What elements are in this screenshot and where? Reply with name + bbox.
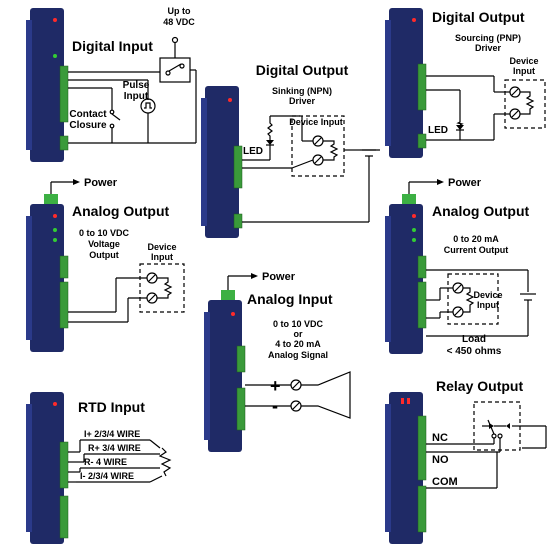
ai-signal-line4: Analog Signal: [268, 350, 328, 360]
wiring-rtd-input: RTD Input I+ 2/3/4 WIRE R+ 3/4 WIRE R- 4…: [68, 399, 172, 483]
module-relay-output: [385, 392, 427, 544]
module-analog-output-voltage: [26, 194, 69, 352]
pulse-label-line2: Input: [124, 91, 149, 102]
ai-title: Analog Input: [247, 291, 333, 307]
relay-no-label: NO: [432, 454, 449, 466]
ai-signal-line2: or: [294, 329, 303, 339]
ai-signal-line3: 4 to 20 mA: [275, 339, 321, 349]
do-sinking-resistor-icon: [323, 140, 339, 161]
contact-switch-icon: [111, 113, 121, 121]
relay-nc-label: NC: [432, 432, 448, 444]
ao-current-device-box: [447, 273, 499, 325]
contact-label-line2: Closure: [69, 120, 107, 131]
do-sourcing-driver-line2: Driver: [475, 43, 502, 53]
relay-contact-icon: [487, 419, 495, 435]
ao-voltage-title: Analog Output: [72, 203, 170, 219]
ao-current-power-label: Power: [448, 177, 482, 189]
ai-plus-label: +: [270, 376, 281, 396]
pulse-label-line1: Pulse: [123, 80, 150, 91]
ao-current-title: Analog Output: [432, 203, 530, 219]
do-sinking-title: Digital Output: [256, 62, 349, 78]
module-digital-input: [26, 8, 69, 162]
supply-label-line2: 48 VDC: [163, 17, 195, 27]
rtd-wire-1: I+ 2/3/4 WIRE: [84, 429, 140, 439]
do-sourcing-device-line2: Input: [513, 66, 535, 76]
relay-title: Relay Output: [436, 378, 523, 394]
ao-voltage-device-box: [139, 263, 185, 313]
do-sinking-driver-line1: Sinking (NPN): [272, 86, 332, 96]
wiring-analog-output-current: Power Analog Output 0 to 20 mA Current O…: [408, 177, 536, 357]
ao-current-range-line2: Current Output: [444, 245, 509, 255]
ao-voltage-range-line1: 0 to 10 VDC: [79, 228, 130, 238]
ai-signal-line1: 0 to 10 VDC: [273, 319, 324, 329]
do-sinking-led-label: LED: [243, 146, 263, 157]
ao-current-device-line1: Device: [473, 290, 502, 300]
rtd-wire-3: R- 4 WIRE: [84, 457, 127, 467]
do-sourcing-led-icon: [456, 125, 464, 130]
rtd-wire-4: I- 2/3/4 WIRE: [80, 471, 134, 481]
ao-voltage-device-line1: Device: [147, 242, 176, 252]
supply-terminal-icon: [171, 36, 179, 44]
do-sinking-driver-line2: Driver: [289, 96, 316, 106]
ao-current-range-line1: 0 to 20 mA: [453, 234, 499, 244]
ao-current-device-line2: Input: [477, 300, 499, 310]
do-sourcing-device-box: [504, 79, 546, 129]
module-analog-output-current: [385, 194, 427, 354]
digital-input-title: Digital Input: [72, 38, 153, 54]
ao-voltage-range-line3: Output: [89, 250, 119, 260]
module-digital-output-sourcing: [385, 8, 427, 158]
module-analog-input: [204, 290, 246, 452]
ao-voltage-device-line2: Input: [151, 252, 173, 262]
do-sourcing-device-line1: Device: [509, 56, 538, 66]
module-rtd-input: [26, 392, 69, 544]
supply-label-line1: Up to: [168, 6, 191, 16]
wiring-relay-output: Relay Output NC NO COM: [426, 378, 547, 489]
ai-sensor-icon: [301, 371, 351, 419]
do-sourcing-led-label: LED: [428, 125, 448, 136]
wiring-digital-output-sinking: Digital Output Sinking (NPN) Driver Devi…: [242, 62, 380, 223]
wiring-analog-input: Power Analog Input 0 to 10 VDC or 4 to 2…: [227, 271, 351, 419]
wiring-digital-input: Digital Input Up to 48 VDC Pulse Input C…: [68, 6, 197, 144]
ao-current-load-line2: < 450 ohms: [447, 346, 502, 357]
module-digital-output-sinking: [201, 86, 243, 238]
rtd-sensor-icon: [158, 447, 172, 477]
relay-com-label: COM: [432, 476, 458, 488]
do-sinking-device-label: Device Input: [289, 117, 343, 127]
ao-voltage-power-label: Power: [84, 177, 118, 189]
ai-power-label: Power: [262, 271, 296, 283]
switch-box: [159, 57, 191, 83]
rtd-title: RTD Input: [78, 399, 145, 415]
ao-current-load-line1: Load: [462, 334, 486, 345]
do-sourcing-driver-line1: Sourcing (PNP): [455, 33, 521, 43]
do-sinking-led-icon: [266, 140, 274, 145]
do-sourcing-title: Digital Output: [432, 9, 525, 25]
contact-label-line1: Contact: [69, 109, 107, 120]
wiring-digital-output-sourcing: Digital Output Sourcing (PNP) Driver Dev…: [426, 9, 546, 141]
rtd-wire-2: R+ 3/4 WIRE: [88, 443, 141, 453]
ai-minus-label: -: [272, 396, 278, 416]
ao-voltage-range-line2: Voltage: [88, 239, 120, 249]
wiring-analog-output-voltage: Power Analog Output 0 to 10 VDC Voltage …: [50, 177, 185, 323]
